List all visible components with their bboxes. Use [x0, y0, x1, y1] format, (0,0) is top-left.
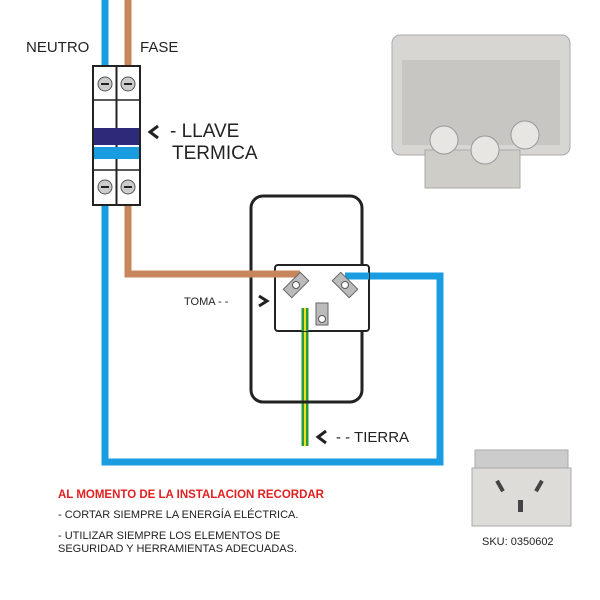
note-item: - CORTAR SIEMPRE LA ENERGÍA ELÉCTRICA. — [58, 509, 299, 521]
neutral-wire — [101, 0, 444, 466]
arrow-tierra-icon — [315, 429, 327, 445]
note-item: SEGURIDAD Y HERRAMIENTAS ADECUADAS. — [58, 543, 297, 555]
arrow-toma-icon — [258, 294, 270, 308]
tierra-label: - - TIERRA — [336, 429, 410, 446]
llave-label-line2: TERMICA — [172, 143, 258, 164]
socket-front-photo — [471, 449, 572, 527]
notes-title: AL MOMENTO DE LA INSTALACION RECORDAR — [58, 489, 324, 501]
terminal-phase — [282, 271, 310, 299]
terminal-ground — [315, 302, 329, 326]
llave-label-line1: - LLAVE — [170, 121, 240, 142]
neutro-label: NEUTRO — [26, 39, 90, 56]
arrow-llave-icon — [147, 124, 159, 140]
note-item: - UTILIZAR SIEMPRE LOS ELEMENTOS DE — [58, 530, 281, 542]
breaker — [92, 65, 141, 206]
fase-label: FASE — [140, 39, 179, 56]
toma-label: TOMA - - — [184, 296, 229, 308]
sku-label: SKU: 0350602 — [482, 536, 554, 548]
socket-back-photo — [391, 34, 571, 189]
terminal-neutral — [331, 271, 359, 299]
